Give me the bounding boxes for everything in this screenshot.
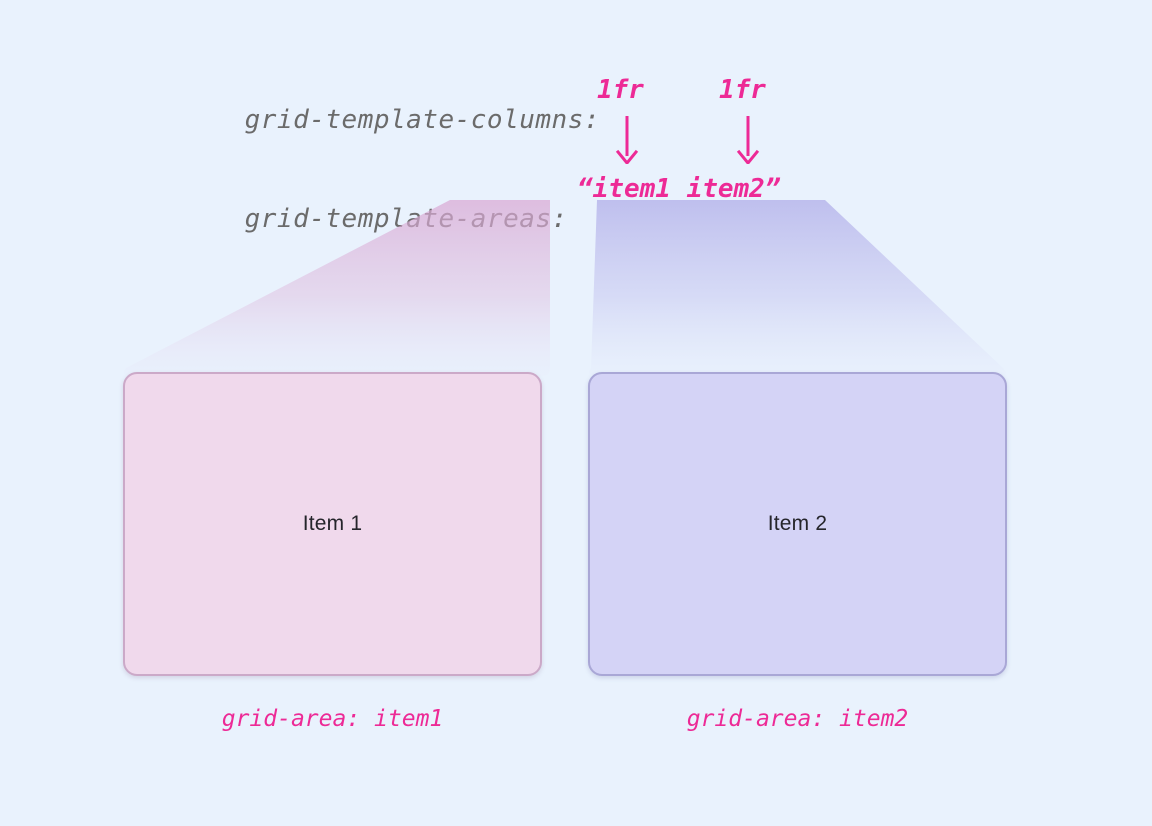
grid-item-box-1: Item 1 <box>123 372 542 676</box>
value-column-1: 1fr <box>597 75 644 105</box>
grid-item-label-2: Item 2 <box>767 512 828 535</box>
cone-item2 <box>589 200 1006 376</box>
value-column-2: 1fr <box>719 75 766 105</box>
value-grid-template-areas: “item1 item2” <box>577 174 781 204</box>
grid-item-label-1: Item 1 <box>302 512 363 535</box>
grid-area-caption-1: grid-area: item1 <box>221 706 444 732</box>
arrow-down-icon-item2 <box>736 116 760 164</box>
arrow-down-icon-item1 <box>615 116 639 164</box>
grid-item-box-2: Item 2 <box>588 372 1007 676</box>
code-line-grid-template-columns: grid-template-columns: <box>180 75 600 165</box>
grid-area-caption-2: grid-area: item2 <box>686 706 909 732</box>
cone-item1 <box>124 200 550 376</box>
property-name-grid-template-columns: grid-template-columns: <box>244 105 600 135</box>
